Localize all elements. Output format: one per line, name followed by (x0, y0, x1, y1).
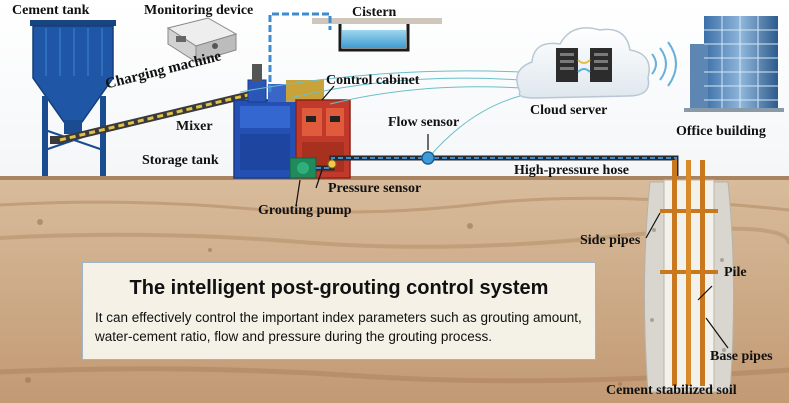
charging-machine (56, 90, 256, 144)
label-cement-tank: Cement tank (12, 3, 90, 18)
label-grouting-pump: Grouting pump (258, 203, 352, 218)
label-cloud-server: Cloud server (530, 103, 608, 118)
server-icon (556, 48, 612, 82)
system-description-panel: The intelligent post-grouting control sy… (82, 262, 596, 360)
pressure-sensor-icon (327, 159, 337, 169)
flow-sensor-icon (421, 151, 435, 165)
label-cistern: Cistern (352, 5, 397, 20)
system-description: It can effectively control the important… (95, 310, 582, 344)
label-storage-tank: Storage tank (142, 153, 219, 168)
label-side-pipes: Side pipes (580, 233, 641, 248)
grouting-pump (289, 157, 317, 179)
mixer-storage-unit (233, 64, 297, 179)
label-control-cabinet: Control cabinet (326, 73, 420, 88)
wireless-links (239, 70, 521, 157)
system-title: The intelligent post-grouting control sy… (129, 277, 549, 299)
label-mixer: Mixer (176, 119, 213, 134)
label-pressure-sensor: Pressure sensor (328, 181, 422, 196)
wifi-signal-icon (651, 41, 677, 87)
label-base-pipes: Base pipes (710, 349, 773, 364)
label-pile: Pile (724, 265, 747, 280)
water-pipe (268, 12, 332, 92)
label-office-building: Office building (676, 124, 766, 139)
cistern (312, 18, 442, 52)
label-monitoring-device: Monitoring device (144, 3, 254, 18)
leader-lines (295, 85, 729, 349)
label-high-pressure-hose: High-pressure hose (514, 163, 629, 178)
cloud-server (516, 27, 650, 99)
label-flow-sensor: Flow sensor (388, 115, 460, 130)
office-building-icon (684, 16, 784, 112)
label-cement-stabilized-soil: Cement stabilized soil (606, 383, 737, 398)
base-pipes (672, 160, 705, 386)
monitoring-device (166, 17, 238, 63)
